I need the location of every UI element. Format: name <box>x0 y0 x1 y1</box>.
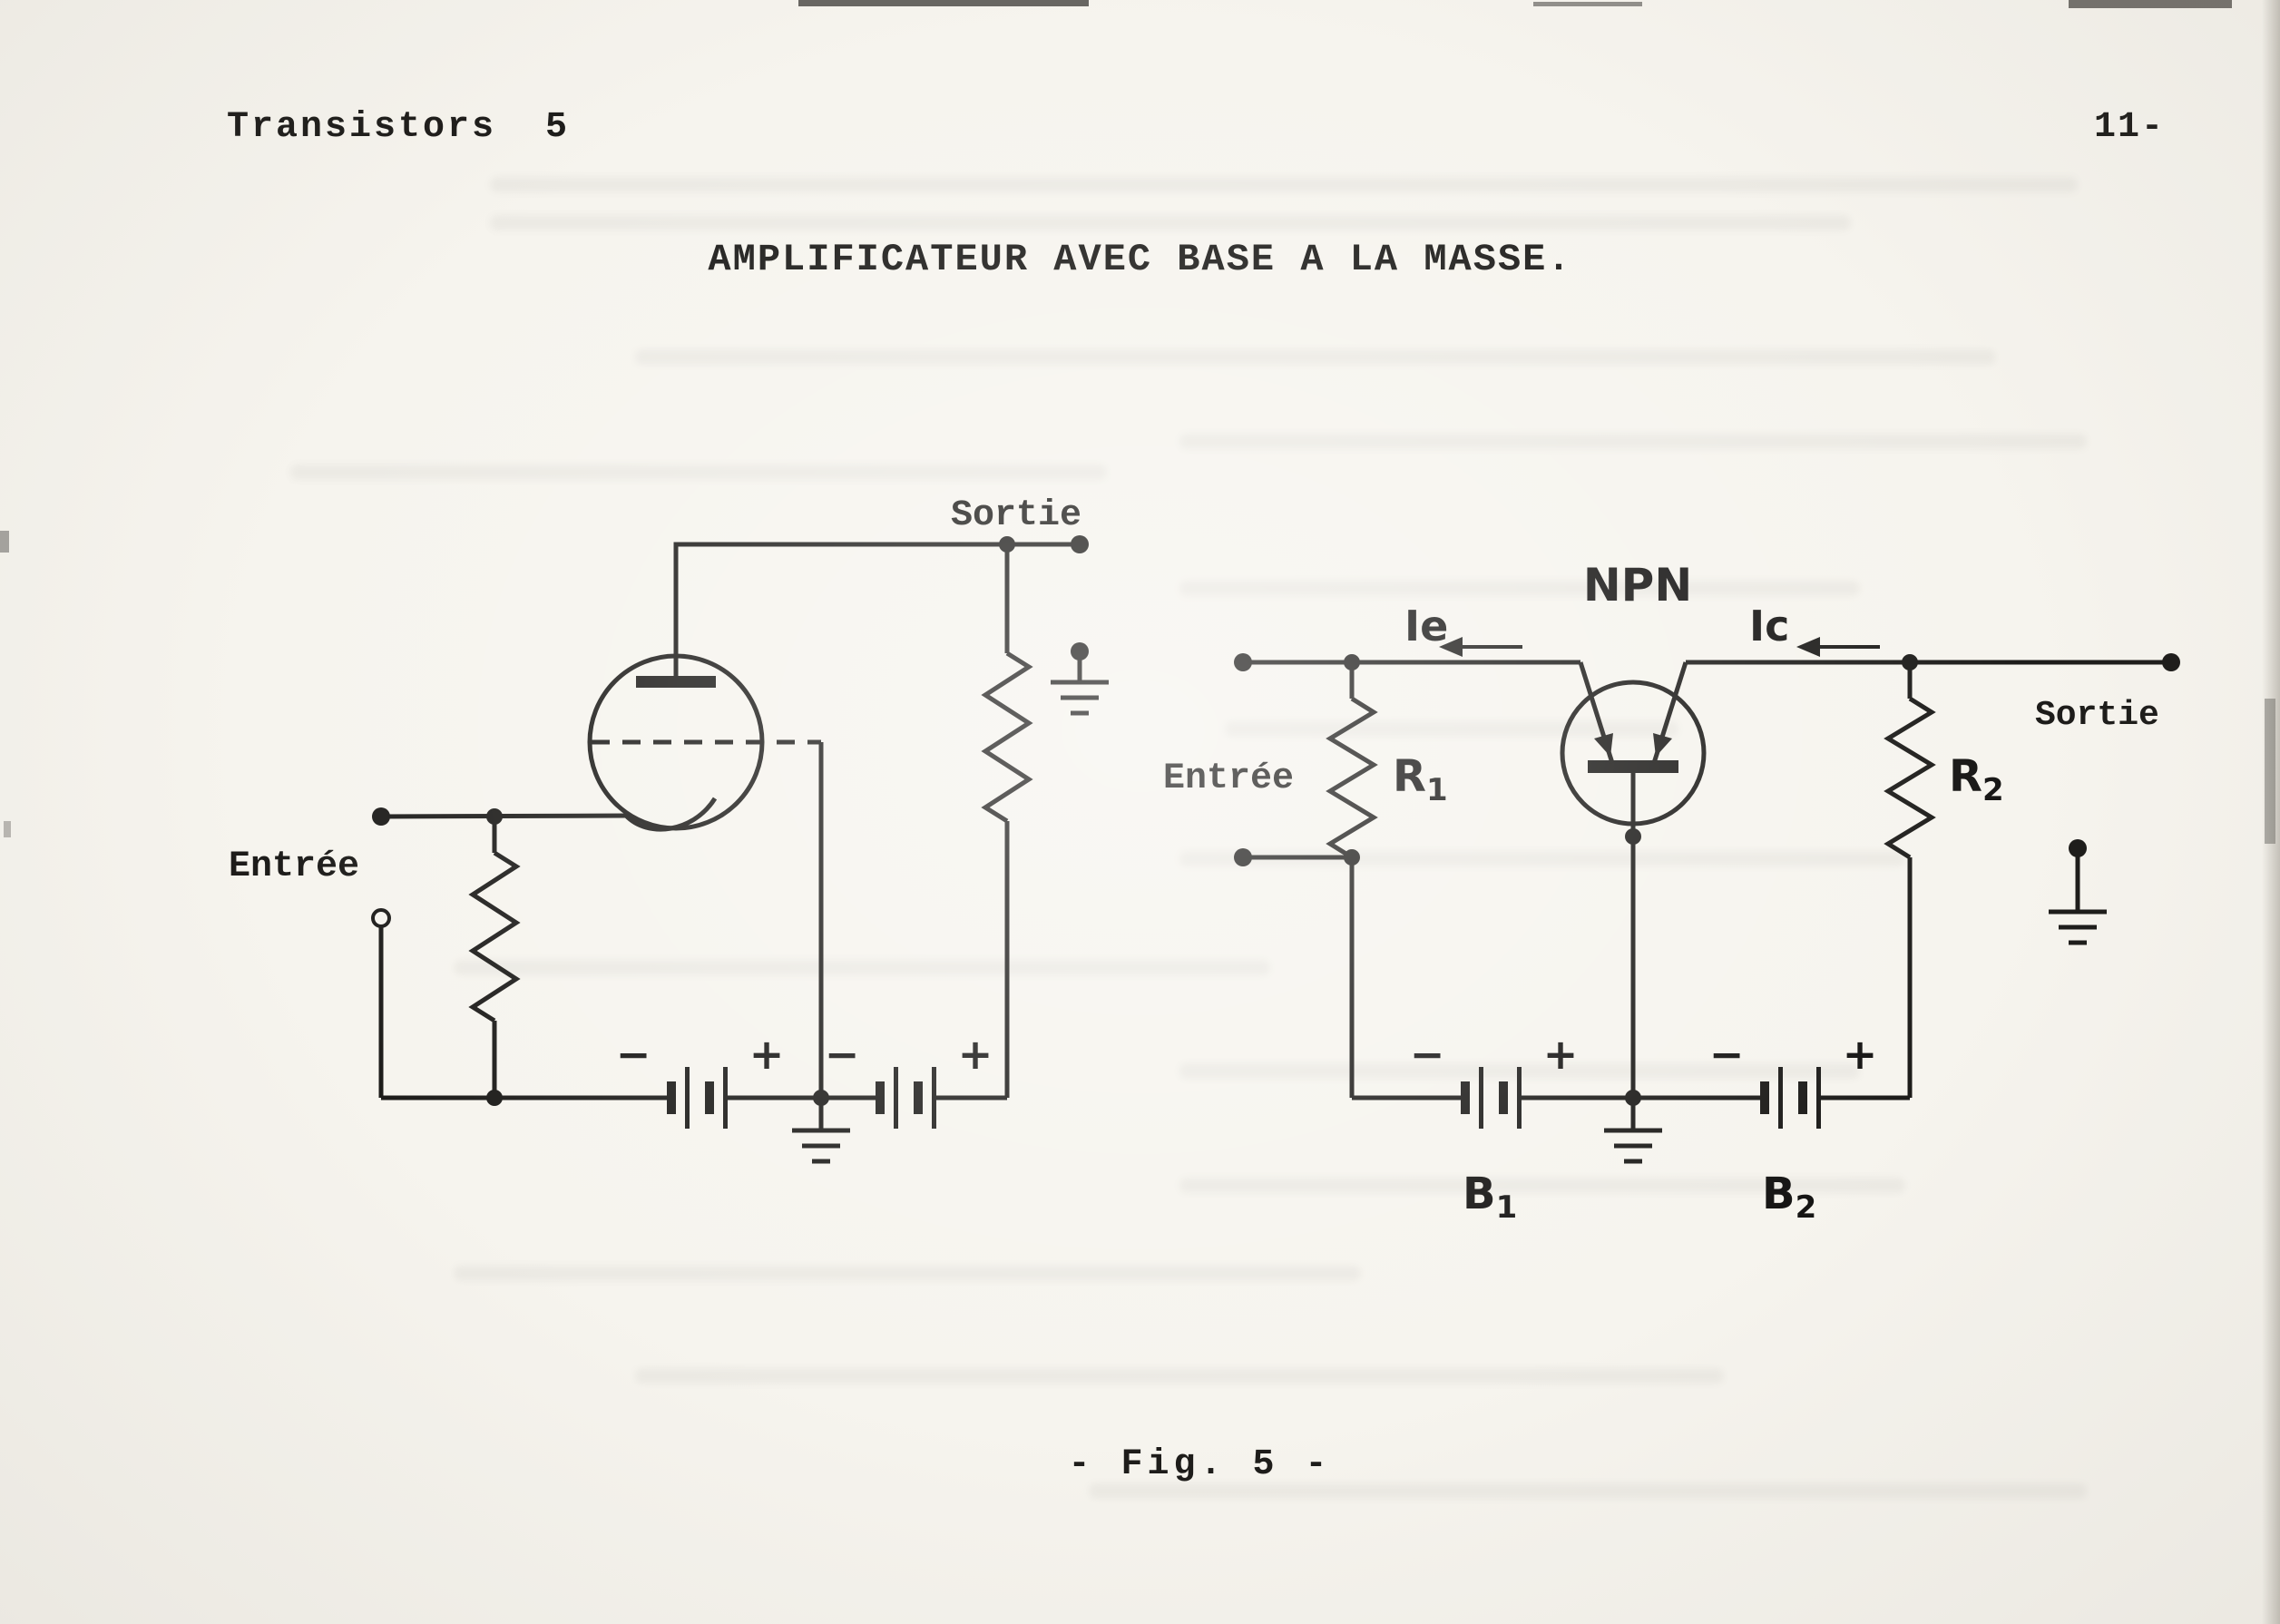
current-arrow <box>1439 637 1522 657</box>
battery-plate-long <box>1479 1067 1483 1129</box>
cathode-resistor <box>468 817 521 1098</box>
battery-minus-sign: − <box>1410 1030 1445 1079</box>
figure-caption: - Fig. 5 - <box>1068 1444 1332 1485</box>
junction-dot <box>486 1090 503 1106</box>
battery-plate-long <box>932 1067 936 1129</box>
battery-minus-sign: − <box>616 1030 651 1079</box>
battery-b1: − + B1 <box>1410 1030 1579 1226</box>
emitter-current-label: Ie <box>1404 602 1448 651</box>
transistor-circuit: Ie Ic NPN Entr <box>1163 559 2180 1226</box>
emitter-arrow <box>1594 733 1613 757</box>
input-wire <box>380 813 629 819</box>
battery: − + <box>825 1030 993 1129</box>
current-arrow <box>1796 637 1880 657</box>
transistor-input-label: Entrée <box>1163 758 1294 799</box>
resistor-r2-label: R2 <box>1949 751 2004 808</box>
battery-plate-short <box>914 1081 923 1114</box>
page-number: 11- <box>2094 107 2166 148</box>
battery: − + <box>616 1030 785 1129</box>
load-resistor <box>981 544 1033 1098</box>
arrow-head <box>1439 637 1463 657</box>
resistor-r1-label: R1 <box>1393 751 1448 808</box>
collector-current-label: Ic <box>1749 602 1789 651</box>
battery-b2: − + B2 <box>1709 1030 1878 1226</box>
resistor-zigzag <box>1884 696 1936 860</box>
base-bar <box>1588 760 1678 773</box>
ground-symbol <box>1051 642 1109 716</box>
battery-b1-label: B1 <box>1463 1169 1517 1226</box>
battery-plate-short <box>1499 1081 1508 1114</box>
input-terminal-dot <box>1234 653 1252 671</box>
battery-minus-sign: − <box>825 1030 860 1079</box>
page-title: AMPLIFICATEUR AVEC BASE A LA MASSE. <box>708 238 1572 281</box>
resistor-zigzag <box>981 651 1033 824</box>
npn-transistor: NPN <box>1560 559 1707 1098</box>
resistor-zigzag <box>1326 696 1378 860</box>
device-type-label: NPN <box>1583 559 1692 611</box>
resistor-r1: R1 <box>1326 662 1448 1098</box>
tube-output-label: Sortie <box>951 495 1081 536</box>
tube-circuit: Sortie <box>229 495 1109 1164</box>
battery-plate-short <box>705 1081 714 1114</box>
input-terminal-dot <box>372 807 390 826</box>
battery-plate-long <box>723 1067 728 1129</box>
battery-plate-short <box>667 1081 676 1114</box>
resistor-zigzag <box>468 850 521 1023</box>
page-header-left: Transistors 5 <box>227 107 571 148</box>
output-terminal-dot <box>1071 535 1089 553</box>
battery-plate-long <box>1517 1067 1522 1129</box>
junction-dot <box>1625 828 1641 845</box>
battery-plate-long <box>685 1067 690 1129</box>
anode-output-wire <box>673 542 1080 680</box>
ground-symbol <box>2049 839 2107 945</box>
battery-plus-sign: + <box>749 1030 785 1079</box>
arrow-head <box>1796 637 1820 657</box>
resistor-r2: R2 <box>1884 662 2004 1098</box>
ground-symbol <box>1604 1098 1662 1164</box>
collector-arrow <box>1653 733 1672 757</box>
battery-plate-short <box>1760 1081 1769 1114</box>
battery-plus-sign: + <box>1543 1030 1579 1079</box>
battery-b2-label: B2 <box>1762 1169 1816 1226</box>
battery-plate-long <box>894 1067 898 1129</box>
transistor-output-label: Sortie <box>2035 696 2159 735</box>
battery-plus-sign: + <box>958 1030 993 1079</box>
tube-cathode <box>624 797 718 832</box>
ground-symbol <box>792 1098 850 1164</box>
vacuum-tube <box>587 653 821 832</box>
tube-input-label: Entrée <box>229 846 359 887</box>
output-terminal-dot <box>2162 653 2180 671</box>
battery-plate-short <box>1461 1081 1470 1114</box>
scan-edge-shadow <box>2262 0 2280 1624</box>
battery-plate-short <box>1798 1081 1807 1114</box>
tube-anode <box>636 676 716 688</box>
battery-plus-sign: + <box>1843 1030 1878 1079</box>
battery-plate-long <box>1816 1067 1821 1129</box>
battery-plate-short <box>876 1081 885 1114</box>
input-terminal-open <box>371 908 391 928</box>
battery-minus-sign: − <box>1709 1030 1745 1079</box>
battery-plate-long <box>1778 1067 1783 1129</box>
